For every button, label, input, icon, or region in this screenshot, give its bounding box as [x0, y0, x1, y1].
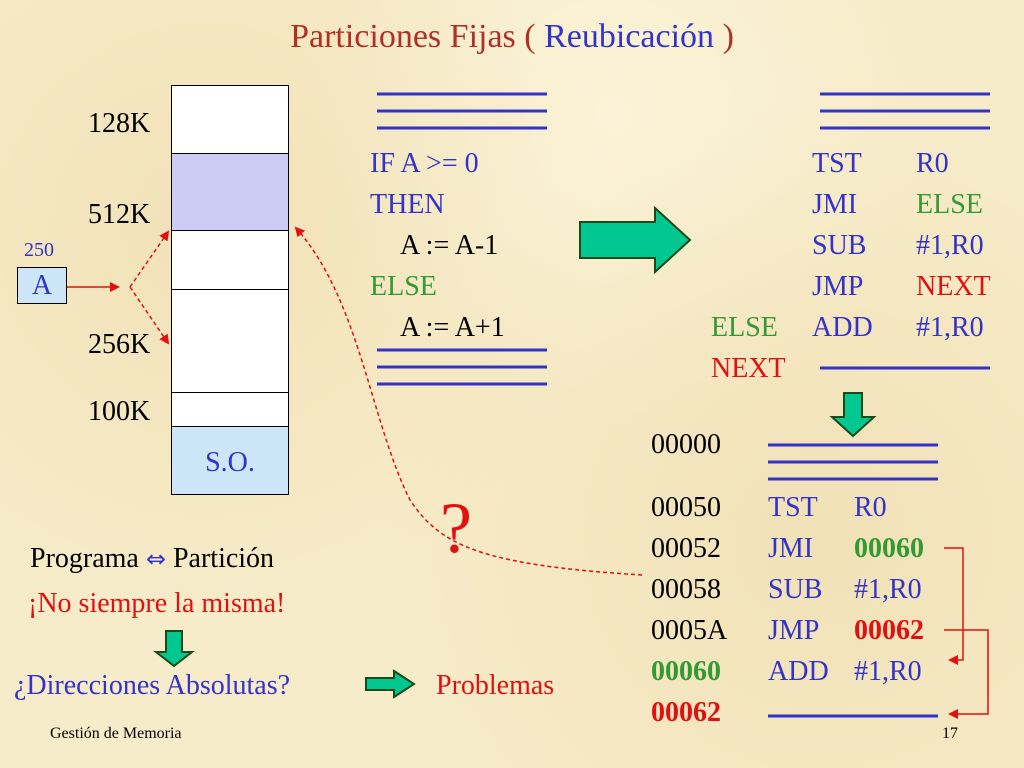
page-number: 17 — [942, 725, 958, 742]
problems-note: Problemas — [436, 670, 555, 701]
double-arrow-icon: ⇔ — [145, 545, 166, 573]
source-line-increment: A := A+1 — [400, 312, 505, 343]
asm-op-2: SUB — [812, 230, 867, 261]
label-512k: 512K — [88, 199, 151, 230]
reloc-addr-5: 00062 — [651, 697, 721, 728]
memory-block-512k — [171, 153, 289, 231]
asm-label-else: ELSE — [711, 312, 778, 343]
reloc-addr-0: 00050 — [651, 492, 721, 523]
question-mark: ? — [440, 488, 472, 568]
block-arrow-down-icon — [829, 392, 877, 438]
memory-block-free — [171, 230, 289, 290]
memory-block-os: S.O. — [171, 426, 289, 495]
particion-label: Partición — [172, 543, 275, 574]
reloc-arg-3: 00062 — [854, 615, 924, 646]
dashed-arrow-512k — [129, 230, 170, 288]
block-arrow-right-icon — [579, 205, 692, 275]
reloc-op-1: JMI — [768, 533, 814, 564]
asm-op-1: JMI — [812, 189, 858, 220]
dashed-arrow-256k — [129, 286, 170, 345]
memory-block-100k — [171, 392, 289, 427]
programa-particion-note: Programa ⇔ Partición — [30, 543, 275, 574]
reloc-addr-1: 00052 — [651, 533, 721, 564]
reloc-bars — [768, 443, 938, 481]
absolute-addresses-note: ¿Direcciones Absolutas? — [14, 670, 291, 701]
label-256k: 256K — [88, 329, 151, 360]
jump-arrow-jmp — [944, 629, 989, 719]
source-line-if: IF A >= 0 — [370, 148, 479, 179]
dashed-curve-arrow — [294, 226, 643, 576]
source-top-bars — [377, 92, 547, 130]
reloc-op-4: ADD — [768, 656, 829, 687]
memory-block-256k — [171, 289, 289, 393]
down-arrow-icon — [153, 630, 195, 668]
slide-title: Particiones Fijas ( Reubicación ) — [0, 18, 1024, 56]
jump-arrow-jmi — [944, 547, 964, 665]
reloc-op-2: SUB — [768, 574, 823, 605]
reloc-arg-2: #1,R0 — [854, 574, 922, 605]
asm-arg-3: NEXT — [916, 271, 991, 302]
reloc-arg-4: #1,R0 — [854, 656, 922, 687]
asm-arg-1: ELSE — [916, 189, 983, 220]
asm-op-0: TST — [812, 148, 862, 179]
reloc-op-0: TST — [768, 492, 818, 523]
asm-arg-4: #1,R0 — [916, 312, 984, 343]
programa-label: Programa — [30, 543, 139, 574]
title-close: ) — [722, 18, 734, 55]
right-arrow-icon — [365, 669, 416, 699]
asm-op-4: ADD — [812, 312, 873, 343]
reloc-addr-2: 00058 — [651, 574, 721, 605]
source-line-then: THEN — [370, 189, 445, 220]
asm-op-3: JMP — [812, 271, 864, 302]
asm-arg-2: #1,R0 — [916, 230, 984, 261]
title-highlight: Reubicación — [544, 18, 715, 55]
footer-left: Gestión de Memoria — [50, 725, 182, 742]
reloc-start-address: 00000 — [651, 429, 721, 460]
asm-arg-0: R0 — [916, 148, 949, 179]
source-line-else: ELSE — [370, 271, 437, 302]
os-label: S.O. — [205, 447, 255, 478]
source-bottom-bars — [377, 348, 547, 386]
label-128k: 128K — [88, 108, 151, 139]
reloc-addr-3: 0005A — [651, 615, 728, 646]
not-always-note: ¡No siempre la misma! — [28, 588, 286, 619]
reloc-addr-4: 00060 — [651, 656, 721, 687]
address-value: 250 — [24, 239, 54, 261]
reloc-op-3: JMP — [768, 615, 820, 646]
asm-top-bars — [820, 92, 990, 130]
register-a: A — [17, 267, 67, 304]
asm-label-next: NEXT — [711, 353, 786, 384]
title-main: Particiones Fijas ( — [290, 18, 536, 55]
source-line-decrement: A := A-1 — [400, 230, 499, 261]
reloc-arg-1: 00060 — [854, 533, 924, 564]
label-100k: 100K — [88, 396, 151, 427]
reloc-arg-0: R0 — [854, 492, 887, 523]
